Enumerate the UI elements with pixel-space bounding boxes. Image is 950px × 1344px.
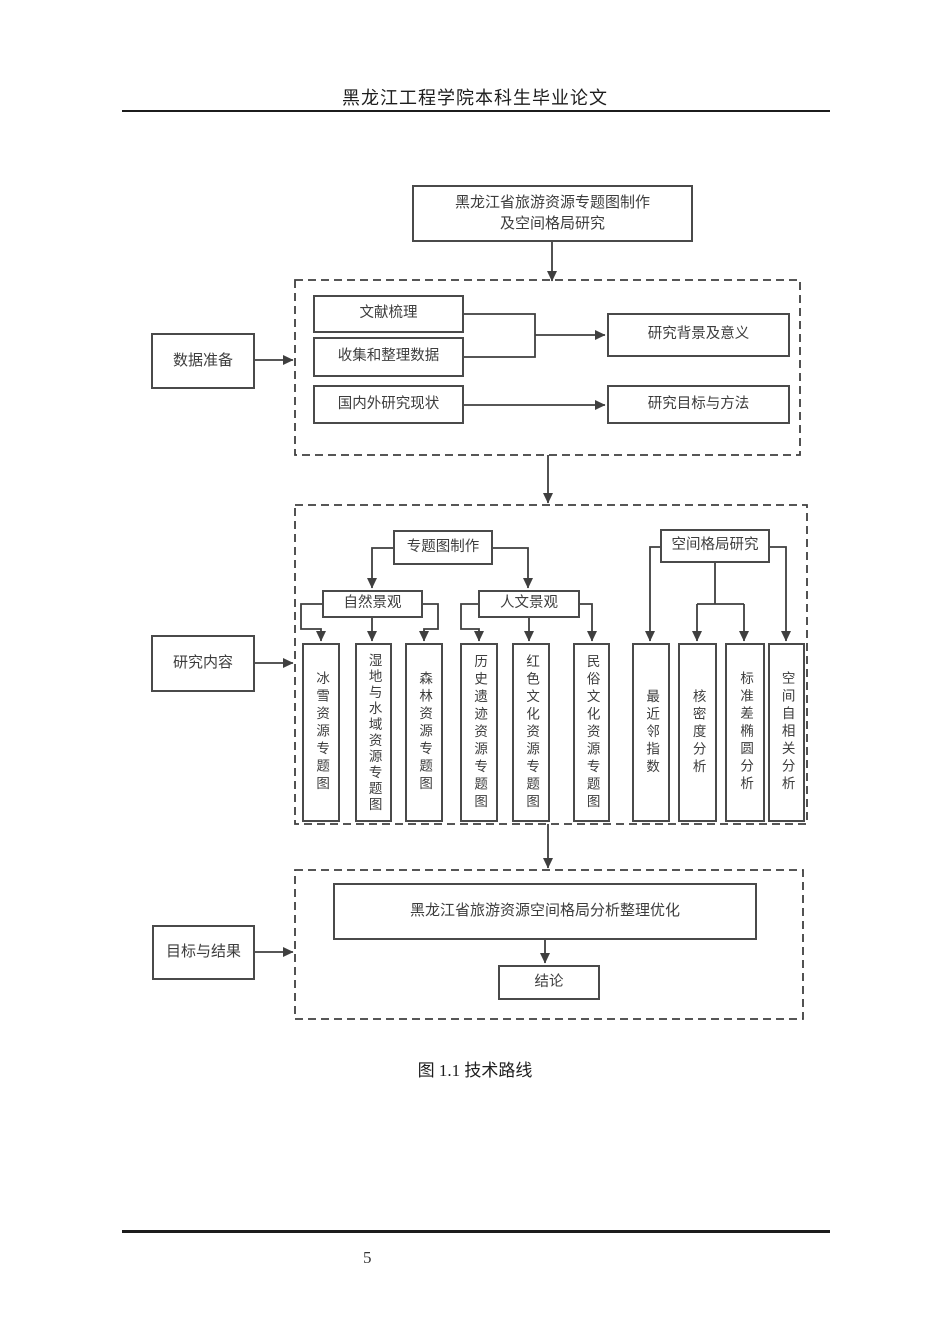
column-std-ellipse: 标准差椭圆分析	[725, 643, 765, 822]
title-box: 黑龙江省旅游资源专题图制作 及空间格局研究	[412, 185, 693, 242]
connector-thematic-right	[493, 547, 533, 589]
stage-data-preparation: 数据准备	[151, 333, 255, 389]
conclusion-box: 结论	[498, 965, 600, 1000]
column-kernel-density: 核密度分析	[678, 643, 717, 822]
column-ice-snow: 冰雪资源专题图	[302, 643, 340, 822]
connector-cultural-right	[580, 603, 597, 642]
cultural-landscape-box: 人文景观	[478, 590, 580, 618]
column-nearest-neighbor: 最近邻指数	[632, 643, 670, 822]
dashed-frame-goals-results	[294, 869, 804, 1020]
connector-natural-right	[419, 603, 439, 642]
header-rule	[122, 110, 830, 112]
literature-review-box: 文献梳理	[313, 295, 464, 333]
column-historic-sites: 历史遗迹资源专题图	[460, 643, 498, 822]
optimize-box: 黑龙江省旅游资源空间格局分析整理优化	[333, 883, 757, 940]
footer-rule	[122, 1230, 830, 1233]
page-header: 黑龙江工程学院本科生毕业论文	[342, 88, 608, 108]
connector-thematic-left	[367, 547, 393, 589]
background-significance-box: 研究背景及意义	[607, 313, 790, 357]
dashed-frame-research-content	[294, 504, 808, 825]
connector-natural-left	[300, 603, 326, 642]
collect-data-box: 收集和整理数据	[313, 337, 464, 377]
natural-landscape-box: 自然景观	[322, 590, 423, 618]
stage-research-content: 研究内容	[151, 635, 255, 692]
research-status-box: 国内外研究现状	[313, 385, 464, 424]
figure-caption: 图 1.1 技术路线	[417, 1061, 533, 1080]
page-number: 5	[363, 1248, 372, 1267]
column-forest: 森林资源专题图	[405, 643, 443, 822]
title-line1: 黑龙江省旅游资源专题图制作	[454, 194, 650, 212]
connector-cultural-left	[460, 603, 484, 642]
thematic-map-box: 专题图制作	[393, 530, 493, 565]
column-spatial-autocorrelation: 空间自相关分析	[768, 643, 805, 822]
objectives-methods-box: 研究目标与方法	[607, 385, 790, 424]
column-red-culture: 红色文化资源专题图	[512, 643, 550, 822]
column-folk-culture: 民俗文化资源专题图	[573, 643, 610, 822]
title-line2: 及空间格局研究	[499, 214, 605, 232]
connector-spatial-left	[645, 546, 660, 642]
column-wetland-water: 湿地与水域资源专题图	[355, 643, 392, 822]
bracket-literature-collect	[464, 313, 536, 358]
spatial-pattern-box: 空间格局研究	[660, 529, 770, 563]
connector-spatial-stem	[697, 563, 744, 605]
stage-goals-results: 目标与结果	[152, 925, 255, 980]
connector-spatial-right	[770, 546, 791, 642]
